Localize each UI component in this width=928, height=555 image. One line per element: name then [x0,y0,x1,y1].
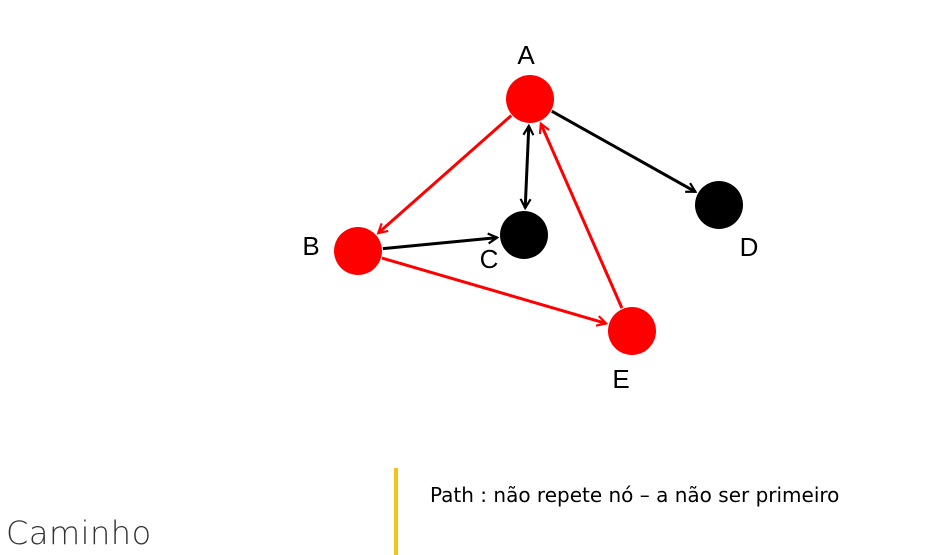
node-label-c: C [480,244,499,274]
node-a [506,75,554,123]
node-label-e: E [612,364,629,394]
node-d [695,181,743,229]
edge-a-c [525,126,529,208]
page-title: Caminho [6,514,152,552]
node-label-b: B [302,231,319,261]
node-c [500,211,548,259]
edge-a-b [378,114,513,234]
node-e [608,307,656,355]
node-b [334,227,382,275]
edge-b-e [381,256,606,323]
node-label-a: A [517,40,535,70]
node-label-d: D [740,232,759,262]
path-definition-note: Path : não repete nó – a não ser primeir… [430,483,840,507]
graph-diagram: A B C D E [302,40,759,394]
edge-b-c [382,238,497,251]
section-divider [394,468,398,555]
edge-e-a [541,124,624,309]
edge-a-d [551,109,696,194]
